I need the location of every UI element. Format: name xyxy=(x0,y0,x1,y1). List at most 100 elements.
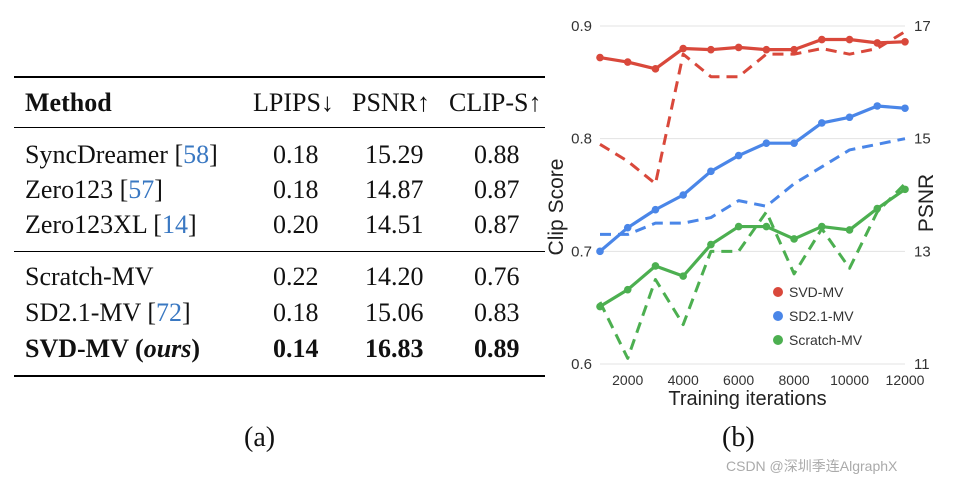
series-line xyxy=(599,30,906,186)
data-point xyxy=(762,222,771,231)
data-point xyxy=(901,37,909,46)
data-point xyxy=(873,204,882,213)
data-point xyxy=(596,53,604,62)
clip-value: 0.87 xyxy=(474,175,520,204)
y2-tick-label: 15 xyxy=(914,131,931,148)
header-psnr: PSNR↑ xyxy=(352,88,431,117)
series-line xyxy=(600,137,906,236)
data-point xyxy=(679,272,687,280)
lpips-value: 0.20 xyxy=(273,210,319,239)
citation-link[interactable]: 57 xyxy=(128,175,155,204)
legend-marker xyxy=(773,311,783,321)
method-name: SD2.1-MV xyxy=(25,298,141,327)
row-method-best: SVD-MV (ours) xyxy=(25,334,201,363)
caption-a: (a) xyxy=(244,422,276,453)
data-point xyxy=(651,65,660,73)
data-point xyxy=(845,226,854,234)
data-point xyxy=(707,45,715,54)
clip-value: 0.88 xyxy=(474,140,520,169)
data-point xyxy=(734,43,743,52)
data-point xyxy=(873,102,882,110)
watermark: CSDN @深圳季连AlgraphX xyxy=(726,458,898,474)
lpips-value: 0.18 xyxy=(273,175,319,204)
data-point xyxy=(818,222,826,231)
x-tick-label: 2000 xyxy=(612,372,643,388)
clip-value: 0.87 xyxy=(474,210,520,239)
data-point xyxy=(734,222,743,231)
x-tick-label: 8000 xyxy=(779,372,810,388)
y2-tick-label: 13 xyxy=(914,243,931,260)
y-tick-label: 0.7 xyxy=(571,243,592,260)
data-point xyxy=(845,35,854,44)
method-name: SVD-MV xyxy=(25,334,129,363)
clip-value: 0.76 xyxy=(474,262,520,291)
clip-value: 0.83 xyxy=(474,298,520,327)
header-lpips: LPIPS↓ xyxy=(253,88,334,117)
data-point xyxy=(873,39,882,47)
data-point xyxy=(623,223,632,232)
citation-link[interactable]: 14 xyxy=(161,210,188,239)
y-tick-label: 0.6 xyxy=(571,356,592,373)
psnr-value: 15.29 xyxy=(365,140,424,169)
x-tick-label: 6000 xyxy=(723,372,754,388)
series-line xyxy=(598,104,906,253)
legend-marker xyxy=(773,287,783,297)
psnr-value: 15.06 xyxy=(365,298,424,327)
caption-b: (b) xyxy=(722,422,755,453)
legend-label: Scratch-MV xyxy=(789,332,863,348)
lpips-value: 0.18 xyxy=(273,298,319,327)
y-tick-label: 0.8 xyxy=(571,131,592,148)
row-method: Zero123XL [14] xyxy=(25,210,197,239)
data-point xyxy=(818,119,826,127)
lpips-value: 0.18 xyxy=(273,140,319,169)
data-point xyxy=(762,45,771,54)
data-point xyxy=(707,167,715,176)
lpips-value: 0.22 xyxy=(273,262,319,291)
x-tick-label: 10000 xyxy=(830,372,869,388)
table-bottom-rule xyxy=(14,375,545,377)
ours-label: ours xyxy=(143,334,192,363)
citation-link[interactable]: 58 xyxy=(183,140,210,169)
series-line xyxy=(599,37,906,71)
data-point xyxy=(790,235,798,243)
clip-value-best: 0.89 xyxy=(474,334,520,363)
group-rule xyxy=(14,251,545,252)
series-line xyxy=(599,188,906,308)
method-name: SyncDreamer xyxy=(25,140,168,169)
table-top-rule xyxy=(14,76,545,78)
data-point xyxy=(596,247,604,256)
data-point xyxy=(734,151,743,160)
y2-tick-label: 17 xyxy=(914,18,931,35)
y2-tick-label: 11 xyxy=(914,356,930,373)
citation-link[interactable]: 72 xyxy=(156,298,182,327)
y2-axis-title: PSNR xyxy=(915,174,938,232)
results-table: Method LPIPS↓ PSNR↑ CLIP-S↑ SyncDreamer … xyxy=(14,76,545,453)
data-point xyxy=(790,139,798,147)
data-point xyxy=(707,240,715,249)
data-point xyxy=(901,104,909,113)
method-name: Zero123 xyxy=(25,175,114,204)
legend-label: SD2.1-MV xyxy=(789,308,854,324)
data-point xyxy=(651,205,660,214)
data-point xyxy=(679,191,687,199)
data-point xyxy=(790,45,798,54)
psnr-value: 14.87 xyxy=(365,175,424,204)
row-method: SD2.1-MV [72] xyxy=(25,298,191,327)
series-line xyxy=(598,182,907,360)
y-axis-title: Clip Score xyxy=(545,159,568,256)
psnr-value-best: 16.83 xyxy=(365,334,424,363)
header-method: Method xyxy=(25,88,112,117)
data-point xyxy=(845,113,854,122)
data-point xyxy=(623,58,632,66)
psnr-value: 14.20 xyxy=(365,262,424,291)
x-axis-title: Training iterations xyxy=(668,388,826,410)
legend-label: SVD-MV xyxy=(789,284,844,300)
method-name: Scratch-MV xyxy=(25,262,154,291)
row-method: SyncDreamer [58] xyxy=(25,140,218,169)
header-clip: CLIP-S↑ xyxy=(449,88,542,117)
data-point xyxy=(623,285,632,294)
data-point xyxy=(762,139,771,147)
x-tick-label: 12000 xyxy=(886,372,925,388)
data-point xyxy=(679,44,687,53)
